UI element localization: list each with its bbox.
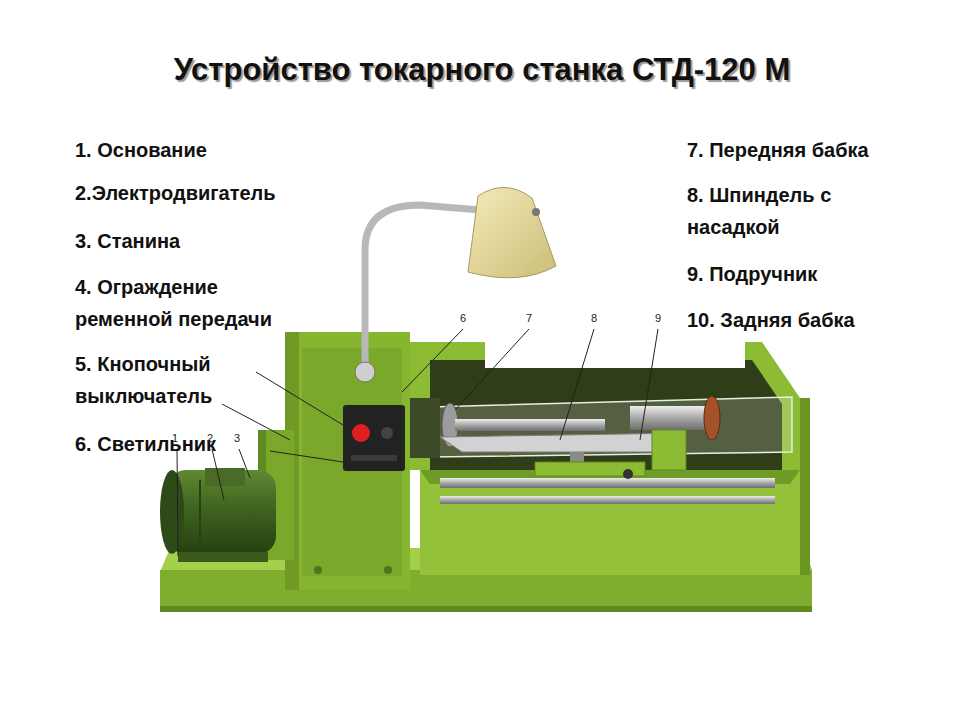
part-label: 10. Задняя бабка [687,304,955,336]
callout-number: 1 [172,432,192,445]
callout-number: 6 [460,312,480,325]
part-label: 3. Станина [75,225,375,257]
callout-number: 7 [526,312,546,325]
leader-lines [177,329,658,556]
part-label: 1. Основание [75,134,375,166]
headstock-stand [258,332,410,590]
callout-number: 2 [207,432,227,445]
lathe-bed-housing [400,340,810,575]
part-label: 9. Подручник [687,258,955,290]
part-label: 7. Передняя бабка [687,134,955,166]
callout-number: 8 [591,312,611,325]
callout-number: 9 [655,312,675,325]
button-switch [343,405,405,471]
lamp [355,187,556,382]
part-label: 5. Кнопочный выключатель [75,348,290,412]
part-label: 2.Электродвигатель [75,177,375,209]
callout-number: 3 [234,432,254,445]
title: Устройство токарного станка СТД-120 М [174,52,791,88]
part-label: 8. Шпиндель с насадкой [687,179,887,243]
part-label: 4. Ограждение ременной передачи [75,271,290,335]
part-label: 6. Светильник [75,428,375,460]
